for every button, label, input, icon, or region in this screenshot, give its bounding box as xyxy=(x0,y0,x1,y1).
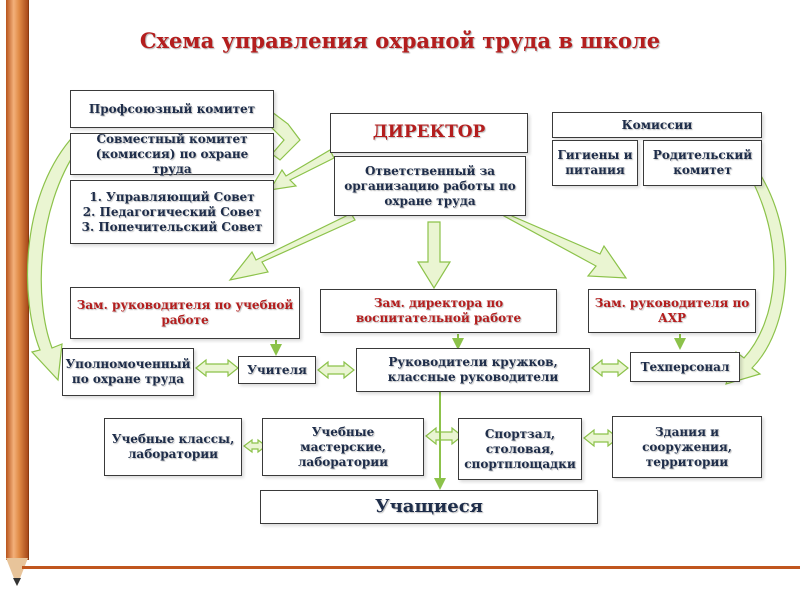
authorized-officer-box: Уполномоченный по охране труда xyxy=(62,348,194,396)
arrow-responsible-left xyxy=(268,149,335,191)
teachers-box: Учителя xyxy=(238,356,316,384)
deputy-education-box: Зам. директора по воспитательной работе xyxy=(320,289,557,333)
commissions-label: Комиссии xyxy=(621,117,693,132)
hygiene-commission-box: Гигиены и питания xyxy=(552,140,638,186)
arrow-workshops-sports xyxy=(425,426,463,446)
deputy-study-label: Зам. руководителя по учебной работе xyxy=(76,298,294,327)
page-title: Схема управления охраной труда в школе xyxy=(139,28,661,53)
deputy-admin-box: Зам. руководителя по АХР xyxy=(588,289,756,333)
students-label: Учащиеся xyxy=(375,495,483,517)
councils-box: 1. Управляющий Совет 2. Педагогический С… xyxy=(70,180,274,244)
director-label: ДИРЕКТОР xyxy=(372,122,486,143)
deputy-admin-label: Зам. руководителя по АХР xyxy=(594,296,750,325)
council-item: 3. Попечительский Совет xyxy=(81,219,263,234)
tech-staff-label: Техперсонал xyxy=(640,359,730,374)
tech-staff-box: Техперсонал xyxy=(630,352,740,382)
sports-box: Спортзал, столовая, спортплощадки xyxy=(458,418,582,480)
pencil-tip xyxy=(6,558,28,586)
classrooms-box: Учебные классы, лаборатории xyxy=(104,418,242,476)
workshops-box: Учебные мастерские, лаборатории xyxy=(262,418,424,476)
students-box: Учащиеся xyxy=(260,490,598,524)
buildings-label: Здания и сооружения, территории xyxy=(642,424,732,469)
arrow-club-tech xyxy=(591,358,629,378)
workshops-label: Учебные мастерские, лаборатории xyxy=(297,424,389,469)
responsible-officer-label: Ответственный за организацию работы по о… xyxy=(344,163,516,208)
director-box: ДИРЕКТОР xyxy=(330,113,528,153)
club-leaders-label: Руководители кружков, классные руководит… xyxy=(387,355,559,384)
buildings-box: Здания и сооружения, территории xyxy=(612,416,762,478)
arrow-teachers-club xyxy=(317,360,355,380)
arrow-to-deputy-admin xyxy=(503,208,628,279)
hygiene-commission-label: Гигиены и питания xyxy=(557,148,633,177)
pencil-lead xyxy=(13,578,21,586)
deputy-study-box: Зам. руководителя по учебной работе xyxy=(70,287,300,339)
council-item: 1. Управляющий Совет xyxy=(89,189,255,204)
arrow-to-deputy-study xyxy=(228,211,356,281)
commissions-box: Комиссии xyxy=(552,112,762,138)
curve-left xyxy=(26,139,79,382)
joint-committee-box: Совместный комитет (комиссия) по охране … xyxy=(70,131,274,176)
parent-committee-box: Родительский комитет xyxy=(643,140,762,186)
club-leaders-box: Руководители кружков, классные руководит… xyxy=(356,348,590,392)
arrow-auth-teachers xyxy=(195,358,239,378)
council-item: 2. Педагогический Совет xyxy=(82,204,262,219)
parent-committee-label: Родительский комитет xyxy=(652,148,753,177)
deputy-education-label: Зам. директора по воспитательной работе xyxy=(355,296,522,325)
trade-union-committee-box: Профсоюзный комитет xyxy=(70,90,274,128)
teachers-label: Учителя xyxy=(247,362,307,377)
classrooms-label: Учебные классы, лаборатории xyxy=(111,432,235,461)
authorized-officer-label: Уполномоченный по охране труда xyxy=(65,357,191,386)
joint-committee-label: Совместный комитет (комиссия) по охране … xyxy=(95,131,249,176)
baseline-divider xyxy=(22,566,800,569)
responsible-officer-box: Ответственный за организацию работы по о… xyxy=(334,156,526,216)
sports-label: Спортзал, столовая, спортплощадки xyxy=(464,426,576,471)
trade-union-committee-label: Профсоюзный комитет xyxy=(88,101,256,116)
arrow-to-deputy-education xyxy=(416,221,452,290)
